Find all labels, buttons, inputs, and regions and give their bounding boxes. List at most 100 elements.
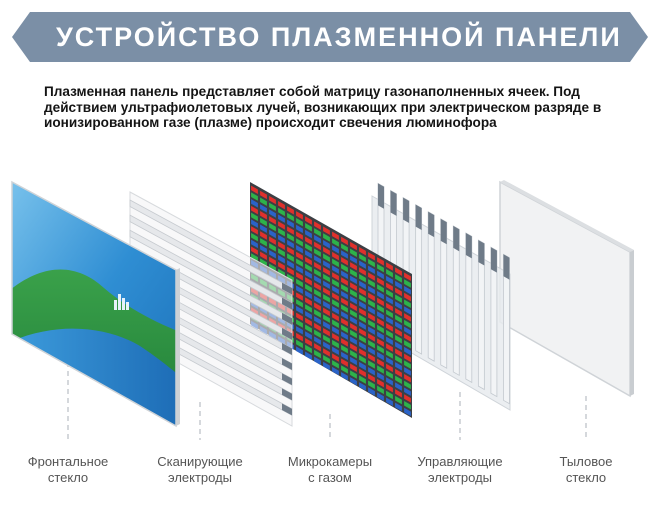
control-electrode-tab [490, 247, 497, 273]
gas-cell [377, 324, 384, 334]
gas-cell [314, 336, 321, 345]
gas-cell [332, 360, 339, 369]
gas-cell [323, 240, 330, 249]
gas-cell [341, 311, 348, 320]
gas-cell [350, 268, 357, 278]
gas-cell [350, 329, 357, 339]
gas-cell [278, 241, 285, 250]
gas-cell [296, 224, 303, 234]
gas-cell [323, 321, 330, 330]
caption-scan-electrodes: Сканирующие электроды [140, 454, 260, 486]
gas-cell [359, 253, 366, 263]
gas-cell [332, 353, 339, 362]
gas-cell [368, 265, 375, 275]
gas-cell [341, 324, 348, 334]
gas-cell [314, 316, 321, 325]
control-electrode-tab [428, 211, 435, 238]
gas-cell [404, 319, 411, 329]
gas-cell [395, 395, 402, 405]
gas-cell [260, 190, 267, 200]
gas-cell [278, 214, 285, 223]
gas-cell [314, 275, 321, 284]
gas-cell [278, 255, 285, 264]
gas-cell [314, 309, 321, 318]
gas-cell [332, 278, 339, 288]
gas-cell [386, 390, 393, 400]
gas-cell [359, 246, 366, 256]
gas-cell [323, 294, 330, 303]
gas-cell [350, 241, 357, 251]
gas-cell [359, 287, 366, 296]
control-electrode-bar [503, 253, 510, 405]
gas-cell [314, 356, 321, 366]
gas-cell [260, 197, 267, 206]
gas-cell [359, 382, 366, 391]
gas-cell [314, 234, 321, 244]
gas-cell [359, 368, 366, 378]
gas-cell [341, 338, 348, 347]
gas-cell [377, 263, 384, 273]
gas-cell [296, 312, 303, 322]
control-electrode-bar [415, 203, 423, 355]
gas-cell [296, 319, 303, 328]
gas-cell [314, 248, 321, 257]
gas-cell [368, 333, 375, 342]
gas-cell [386, 302, 393, 312]
control-electrode-tab [403, 197, 410, 223]
gas-cell [341, 284, 348, 293]
gas-cell [305, 290, 312, 300]
gas-cell [386, 289, 393, 298]
banner-shape [12, 12, 648, 62]
gas-cell [332, 339, 339, 349]
gas-cell [332, 333, 339, 342]
gas-cell [350, 289, 357, 298]
gas-cell [305, 331, 312, 340]
gas-cell [341, 365, 348, 374]
gas-cell [395, 341, 402, 351]
gas-cell [359, 321, 366, 330]
gas-cell [269, 229, 276, 239]
gas-cell [305, 338, 312, 347]
caption-line: Микрокамеры [287, 454, 373, 469]
control-electrode-bar [490, 246, 498, 398]
gas-cell [278, 248, 285, 257]
gas-cell [368, 339, 375, 349]
gas-cell [359, 375, 366, 384]
control-electrode-tab [478, 240, 485, 266]
gas-cell [395, 280, 402, 290]
gas-cell [332, 292, 339, 301]
gas-cell [260, 251, 267, 261]
gas-cell [377, 304, 384, 313]
gas-cell [251, 226, 258, 235]
caption-line: электроды [427, 470, 493, 485]
gas-cell [395, 321, 402, 330]
gas-cell [269, 243, 276, 252]
gas-cell [377, 345, 384, 354]
gas-cell [332, 312, 339, 322]
gas-cell [395, 314, 402, 324]
gas-cell [368, 319, 375, 329]
gas-cell [305, 297, 312, 306]
gas-cell [350, 255, 357, 264]
gas-cell [377, 372, 384, 381]
gas-cell [386, 370, 393, 379]
scan-electrode-tab [282, 388, 292, 401]
gas-cell [359, 334, 366, 344]
gas-cell [350, 302, 357, 312]
gas-cell [278, 228, 285, 237]
caption-line: с газом [308, 470, 352, 485]
gas-cell [314, 241, 321, 251]
gas-cell [260, 211, 267, 220]
gas-cell [269, 202, 276, 212]
gas-cell [296, 332, 303, 342]
gas-cell [341, 358, 348, 367]
caption-line: Управляющие [417, 454, 503, 469]
gas-cell [305, 277, 312, 286]
gas-cell [404, 272, 411, 281]
gas-cell [314, 343, 321, 352]
scan-electrode-tab [282, 282, 292, 295]
gas-cell [386, 384, 393, 393]
gas-cell [377, 297, 384, 307]
gas-cell [368, 292, 375, 302]
scan-electrode-tab [282, 373, 292, 386]
